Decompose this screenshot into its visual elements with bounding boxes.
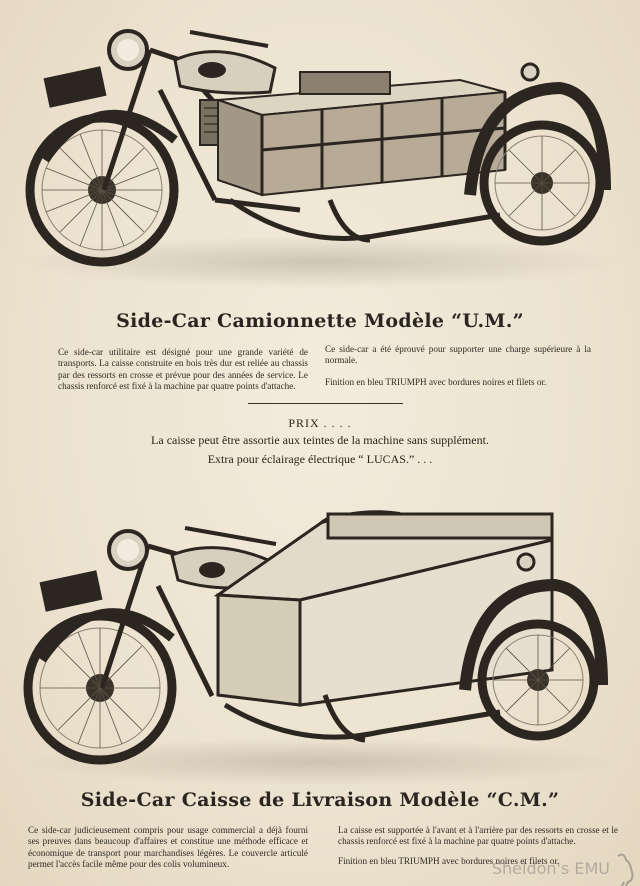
delivery-box-icon	[213, 510, 554, 707]
sidecar-um-illustration	[20, 29, 620, 288]
photo-sidecar-um	[0, 0, 640, 300]
front-wheel-icon	[25, 113, 179, 267]
divider-rule	[248, 403, 403, 404]
um-left-paragraph: Ce side-car utilitaire est désigné pour …	[58, 347, 308, 392]
cm-right-paragraph-2: Finition en bleu TRIUMPH avec bordures n…	[338, 855, 560, 866]
cm-right-paragraph-1: La caisse est supportée à l'avant et à l…	[338, 825, 618, 847]
sidecar-wheel-icon	[479, 120, 605, 246]
watermark-text: Sheldon's EMU	[491, 859, 610, 878]
sidecar-wheel-icon	[477, 619, 599, 741]
cm-description-left: Ce side-car judicieusement compris pour …	[28, 825, 308, 871]
price-lighting-extra: Extra pour éclairage électrique “ LUCAS.…	[207, 452, 433, 466]
um-description-right: Ce side-car a été éprouvé pour supporter…	[325, 344, 591, 398]
sidecar-cm-illustration	[20, 510, 620, 785]
emu-logo-icon	[617, 853, 634, 886]
heading-um: Side-Car Camionnette Modèle “U.M.”	[116, 310, 524, 332]
front-wheel-icon	[23, 611, 177, 765]
um-right-paragraph-2: Finition en bleu TRIUMPH avec bordures n…	[325, 376, 547, 387]
price-label: PRIX . . . .	[0, 416, 640, 431]
watermark: Sheldon's EMU	[488, 850, 638, 886]
cargo-box-icon	[217, 71, 507, 197]
um-description-left: Ce side-car utilitaire est désigné pour …	[58, 347, 308, 393]
cm-left-paragraph: Ce side-car judicieusement compris pour …	[28, 825, 308, 870]
price-prix-text: PRIX . . . .	[288, 416, 352, 430]
photo-sidecar-cm	[0, 500, 640, 785]
price-colour-note: La caisse peut être assortie aux teintes…	[151, 433, 489, 447]
cm-description-right: La caisse est supportée à l'avant et à l…	[338, 825, 618, 875]
um-right-paragraph-1: Ce side-car a été éprouvé pour supporter…	[325, 344, 591, 366]
heading-cm: Side-Car Caisse de Livraison Modèle “C.M…	[80, 789, 560, 811]
